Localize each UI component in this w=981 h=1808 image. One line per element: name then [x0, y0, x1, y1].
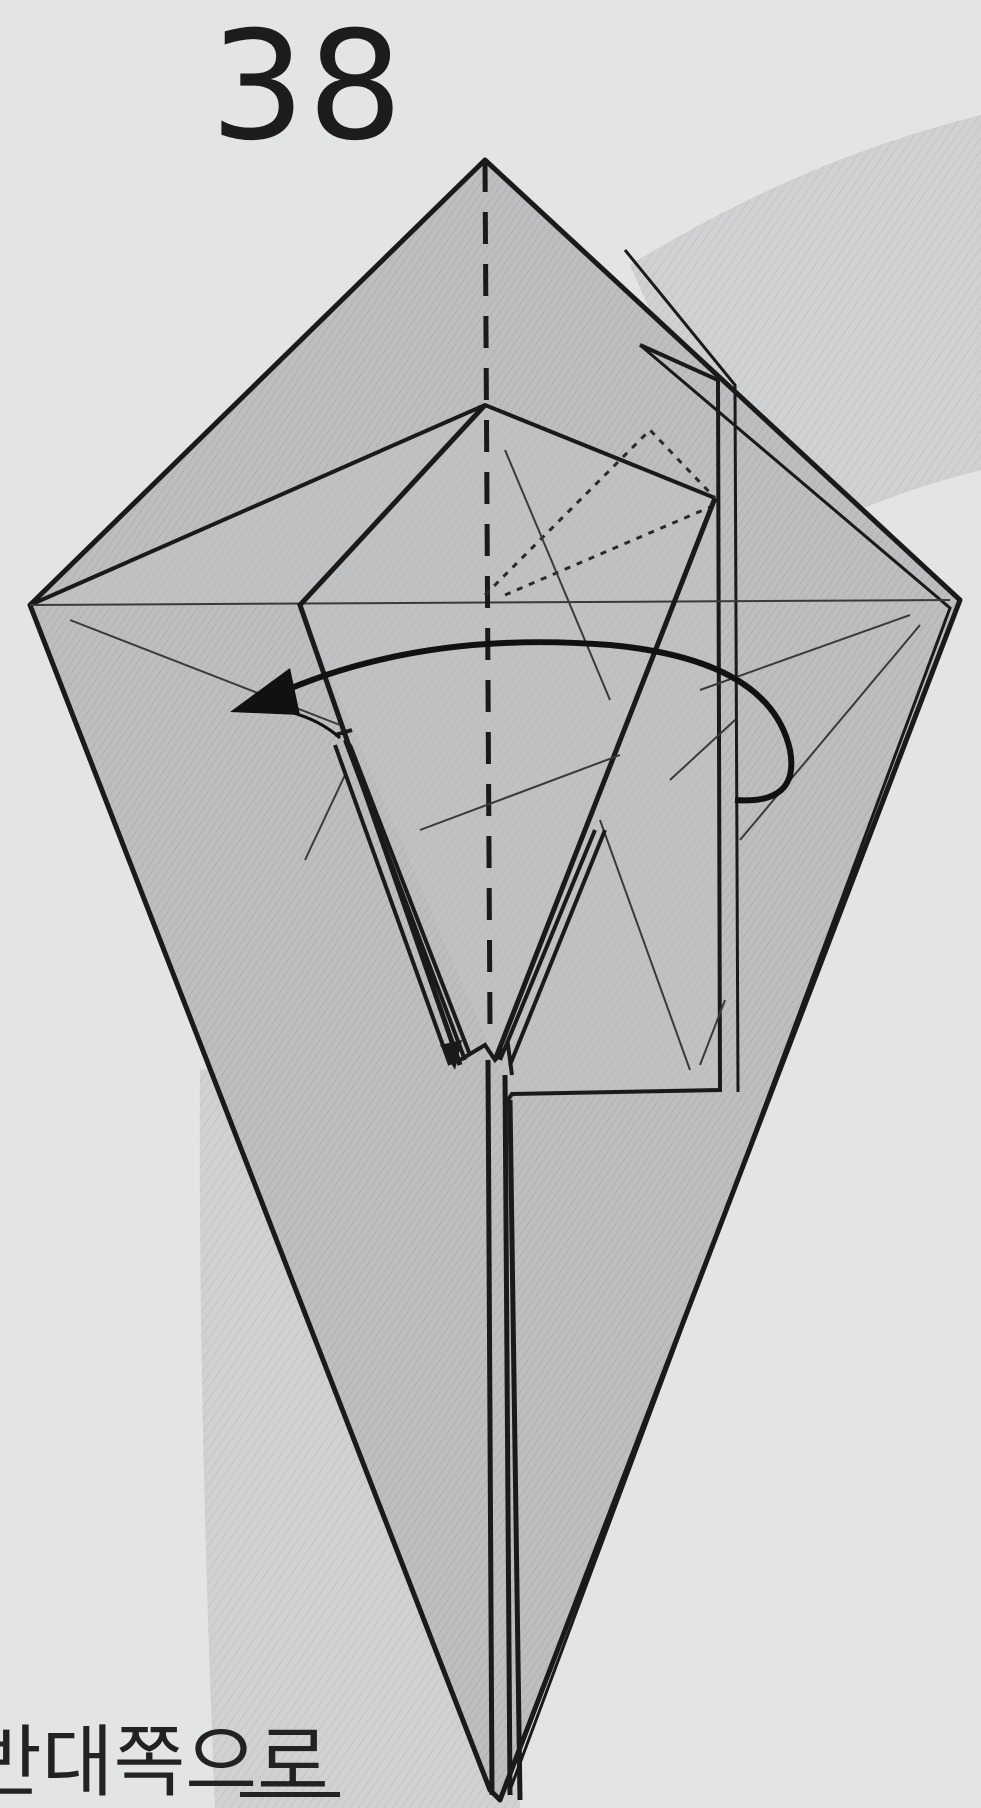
caption-underline	[240, 1792, 340, 1797]
step-number: 38	[210, 12, 405, 162]
